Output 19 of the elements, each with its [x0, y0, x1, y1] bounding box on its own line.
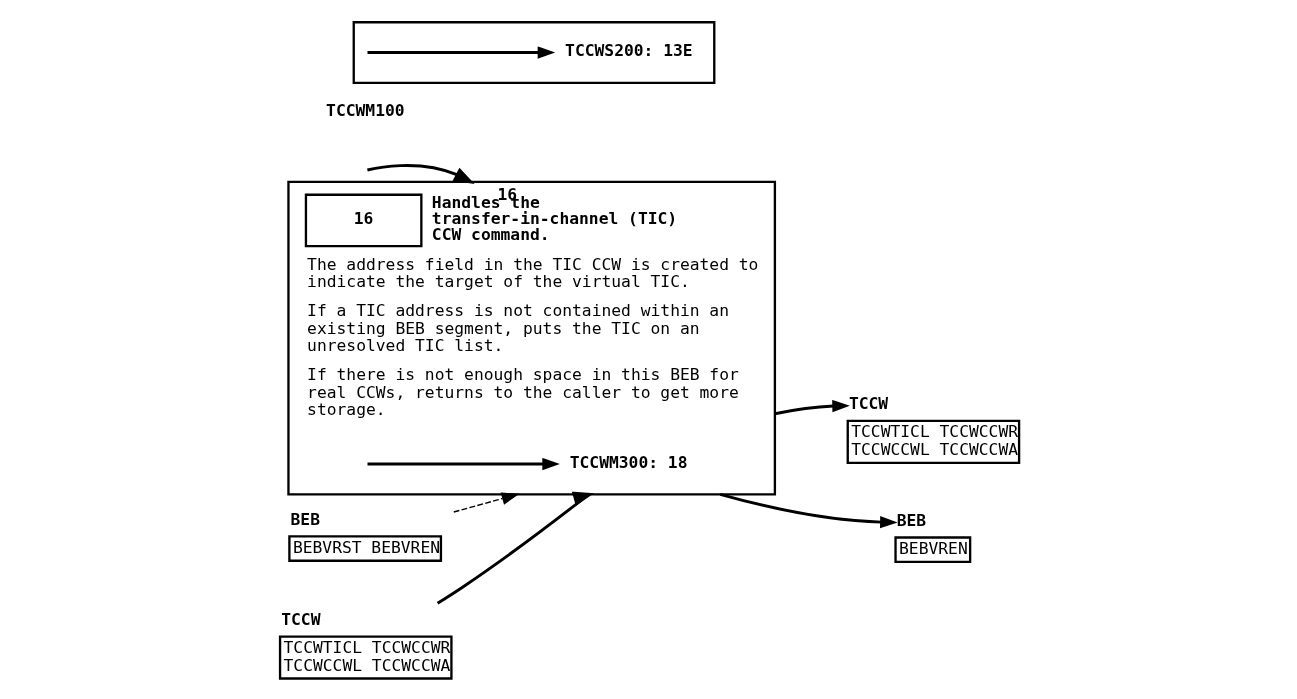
arrow	[452, 492, 520, 513]
node-text: TCCWS200: 13E	[564, 41, 693, 61]
arrow	[367, 457, 560, 471]
cluster	[352, 21, 715, 84]
node-box: TCCWTICL TCCWCCWR TCCWCCWL TCCWCCWA	[846, 419, 1020, 465]
label: TCCWM100	[325, 101, 405, 121]
node-label: TCCW	[280, 610, 320, 630]
arrow	[367, 46, 555, 59]
arrow	[366, 164, 475, 184]
node-label: BEB	[290, 509, 320, 529]
arrow	[719, 492, 898, 529]
node-label: BEB	[896, 511, 926, 531]
node-box: BEBVREN	[893, 536, 971, 564]
node-label: TCCW	[848, 394, 888, 414]
node-text: TCCWM300: 18	[569, 452, 687, 472]
node-box: BEBVRST BEBVREN	[287, 535, 442, 562]
arrow	[436, 491, 594, 605]
node-box: TCCWTICL TCCWCCWR TCCWCCWL TCCWCCWA	[278, 635, 453, 680]
arrow	[774, 399, 850, 416]
